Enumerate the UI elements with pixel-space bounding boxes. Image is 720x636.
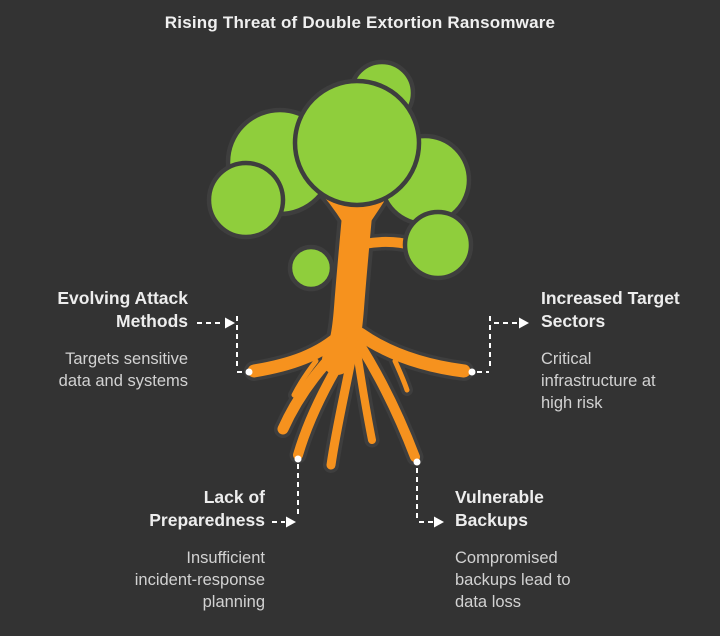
callout-lack-of-preparedness: Lack of Preparedness Insufficient incide… [45, 486, 265, 613]
canopy-lobe [287, 244, 335, 292]
arrow-right-icon [434, 516, 444, 528]
callout-body: Targets sensitive data and systems [58, 350, 188, 390]
canopy-lobe [206, 160, 286, 240]
arrow-right-icon [225, 317, 235, 329]
callout-body: Insufficient incident-response planning [134, 549, 265, 611]
endpoint-dot [468, 368, 476, 376]
callout-heading: Vulnerable Backups [455, 487, 544, 530]
connector-top-left [197, 316, 244, 373]
connector-bottom-right [416, 468, 433, 523]
callout-increased-target-sectors: Increased Target Sectors Critical infras… [541, 287, 716, 414]
callout-heading: Increased Target Sectors [541, 288, 680, 331]
endpoint-dot [245, 368, 253, 376]
callout-evolving-attack-methods: Evolving Attack Methods Targets sensitiv… [0, 287, 188, 392]
arrow-right-icon [286, 516, 296, 528]
connector-top-right [477, 316, 518, 373]
endpoint-dot [294, 455, 302, 463]
connectors [197, 316, 518, 523]
callout-heading: Evolving Attack Methods [57, 288, 188, 331]
callout-body: Critical infrastructure at high risk [541, 350, 656, 412]
canopy-lobe [402, 209, 474, 281]
connector-markers [225, 317, 529, 528]
connector-bottom-left [272, 464, 299, 523]
tree-canopy [206, 59, 474, 292]
page-title: Rising Threat of Double Extortion Ransom… [164, 13, 556, 32]
endpoint-dot [413, 458, 421, 466]
callout-heading: Lack of Preparedness [149, 487, 265, 530]
arrow-right-icon [519, 317, 529, 329]
callout-vulnerable-backups: Vulnerable Backups Compromised backups l… [455, 486, 665, 613]
callout-body: Compromised backups lead to data loss [455, 549, 571, 611]
canopy-lobe [292, 78, 422, 208]
